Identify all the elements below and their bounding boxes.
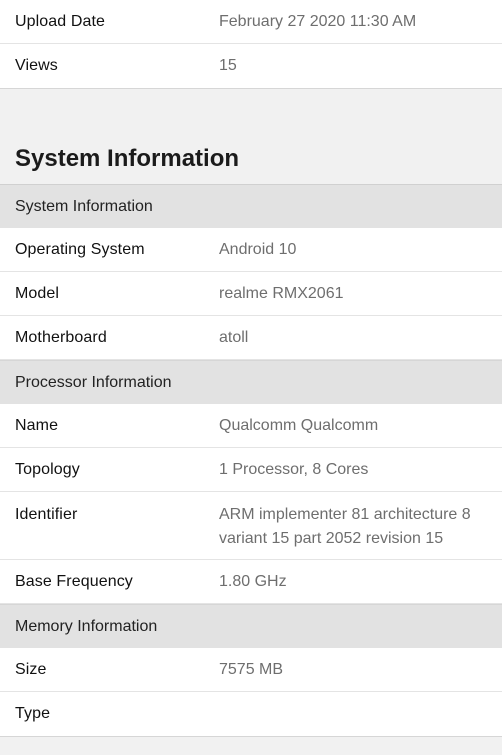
system-info-card: System Information Operating System Andr… (0, 184, 502, 737)
group-header-memory: Memory Information (0, 604, 502, 648)
processor-name-value: Qualcomm Qualcomm (219, 416, 379, 434)
processor-name-row: Name Qualcomm Qualcomm (0, 404, 502, 448)
operating-system-value: Android 10 (219, 240, 297, 258)
model-row: Model realme RMX2061 (0, 272, 502, 316)
section-spacer (0, 89, 502, 137)
section-title: System Information (15, 145, 240, 172)
operating-system-label: Operating System (15, 240, 145, 258)
identifier-value: ARM implementer 81 architecture 8 varian… (219, 506, 471, 547)
memory-size-label: Size (15, 660, 47, 678)
identifier-row: Identifier ARM implementer 81 architectu… (0, 492, 502, 560)
upload-date-value: February 27 2020 11:30 AM (219, 12, 417, 30)
base-frequency-row: Base Frequency 1.80 GHz (0, 560, 502, 604)
upload-date-row: Upload Date February 27 2020 11:30 AM (0, 0, 502, 44)
motherboard-value: atoll (219, 328, 249, 346)
model-label: Model (15, 284, 60, 302)
topology-label: Topology (15, 460, 80, 478)
motherboard-label: Motherboard (15, 328, 107, 346)
identifier-label: Identifier (15, 506, 78, 523)
upload-info-card: Upload Date February 27 2020 11:30 AM Vi… (0, 0, 502, 89)
memory-size-value: 7575 MB (219, 660, 284, 678)
base-frequency-label: Base Frequency (15, 572, 133, 590)
topology-value: 1 Processor, 8 Cores (219, 460, 369, 478)
memory-type-label: Type (15, 705, 51, 722)
group-header-system: System Information (0, 184, 502, 228)
processor-name-label: Name (15, 416, 59, 434)
views-row: Views 15 (0, 44, 502, 88)
views-value: 15 (219, 57, 237, 74)
operating-system-row: Operating System Android 10 (0, 228, 502, 272)
views-label: Views (15, 57, 58, 74)
motherboard-row: Motherboard atoll (0, 316, 502, 360)
model-value: realme RMX2061 (219, 284, 344, 302)
topology-row: Topology 1 Processor, 8 Cores (0, 448, 502, 492)
group-header-processor: Processor Information (0, 360, 502, 404)
base-frequency-value: 1.80 GHz (219, 572, 287, 590)
memory-type-row: Type (0, 692, 502, 736)
upload-date-label: Upload Date (15, 12, 106, 30)
memory-size-row: Size 7575 MB (0, 648, 502, 692)
